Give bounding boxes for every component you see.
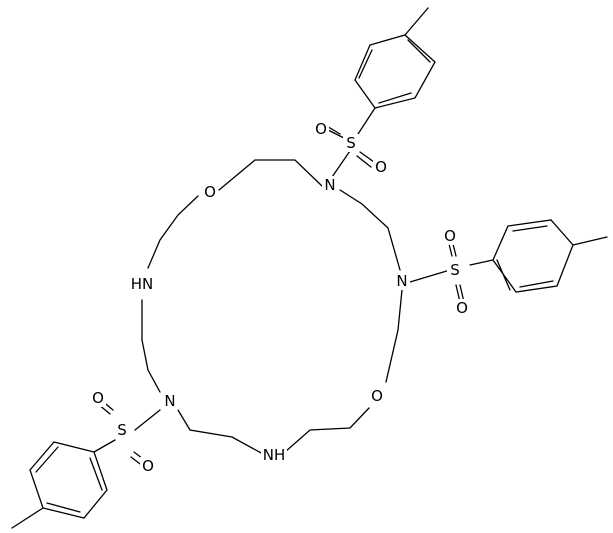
- o-s-left-2-label: O: [142, 457, 154, 475]
- o-s-top-2-label: O: [375, 158, 387, 176]
- s-right-label: S: [450, 261, 460, 279]
- o-s-right-1-label: O: [444, 227, 456, 245]
- n-left-label: N: [164, 392, 175, 410]
- o-s-top-1-label: O: [315, 120, 327, 138]
- bonds: [11, 7, 608, 529]
- o-top-label: O: [204, 183, 216, 201]
- n-top-label: N: [324, 176, 335, 194]
- o-bottom-right-label: O: [371, 387, 383, 405]
- nh-left-label: HN: [131, 275, 154, 293]
- right-tosyl-bonds: [409, 219, 608, 303]
- ring-nh-left: HN: [128, 275, 156, 293]
- ring-oxygen-bottom-right: O: [369, 387, 385, 405]
- ring-nitrogen-left: N: [162, 392, 178, 410]
- ring-bond: [141, 159, 403, 455]
- nh-bottom-label: NH: [263, 446, 286, 464]
- ring-nitrogen-right: N: [394, 272, 410, 290]
- ring-oxygen-top: O: [202, 183, 218, 201]
- top-tosyl-bonds: [324, 7, 436, 181]
- sulfonyl-left: S O O: [90, 389, 156, 475]
- ring-nh-bottom: NH: [261, 446, 287, 464]
- sulfonyl-right: S O O: [442, 227, 470, 317]
- atoms: O N N O NH N HN S O: [90, 120, 470, 475]
- n-right-label: N: [396, 272, 407, 290]
- s-top-label: S: [346, 134, 356, 152]
- ring-nitrogen-top: N: [322, 176, 338, 194]
- o-s-left-1-label: O: [92, 389, 104, 407]
- s-left-label: S: [117, 421, 127, 439]
- o-s-right-2-label: O: [456, 299, 468, 317]
- sulfonyl-top: S O O: [313, 120, 389, 176]
- left-tosyl-bonds: [11, 399, 161, 529]
